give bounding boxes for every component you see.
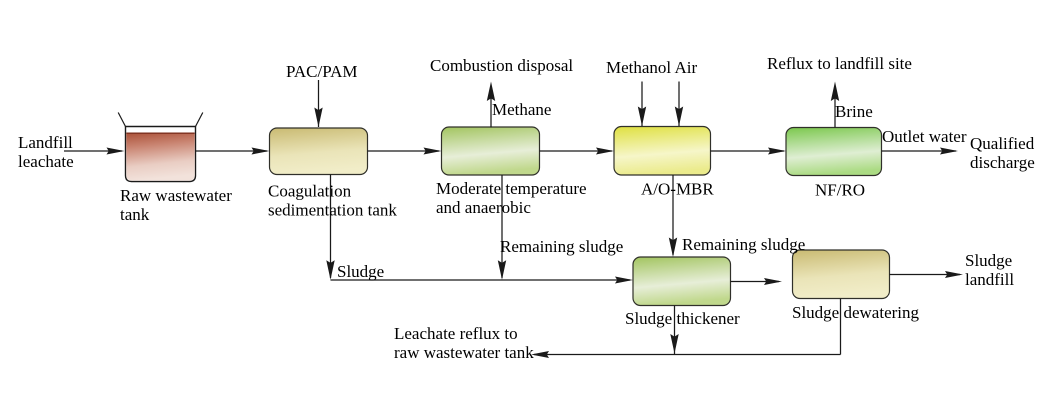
svg-text:Remaining sludge: Remaining sludge bbox=[500, 237, 623, 256]
svg-text:Sludge: Sludge bbox=[965, 251, 1012, 270]
svg-text:Sludge: Sludge bbox=[337, 262, 384, 281]
svg-text:Brine: Brine bbox=[835, 102, 873, 121]
svg-text:Combustion disposal: Combustion disposal bbox=[430, 56, 573, 75]
svg-text:landfill: landfill bbox=[965, 270, 1014, 289]
svg-text:Methane: Methane bbox=[492, 100, 551, 119]
svg-text:Moderate temperature: Moderate temperature bbox=[436, 179, 587, 198]
svg-text:A/O-MBR: A/O-MBR bbox=[641, 180, 714, 199]
svg-text:NF/RO: NF/RO bbox=[815, 181, 865, 200]
svg-text:Outlet water: Outlet water bbox=[882, 127, 967, 146]
svg-text:leachate: leachate bbox=[18, 152, 74, 171]
svg-text:Reflux to landfill site: Reflux to landfill site bbox=[767, 54, 912, 73]
svg-text:discharge: discharge bbox=[970, 153, 1035, 172]
svg-text:Landfill: Landfill bbox=[18, 133, 73, 152]
svg-text:Methanol Air: Methanol Air bbox=[606, 58, 697, 77]
svg-text:Sludge dewatering: Sludge dewatering bbox=[792, 303, 919, 322]
svg-text:tank: tank bbox=[120, 205, 150, 224]
svg-text:and anaerobic: and anaerobic bbox=[436, 198, 531, 217]
svg-text:PAC/PAM: PAC/PAM bbox=[286, 62, 358, 81]
svg-text:sedimentation tank: sedimentation tank bbox=[268, 201, 397, 220]
svg-text:Raw wastewater: Raw wastewater bbox=[120, 186, 232, 205]
svg-text:Leachate reflux to: Leachate reflux to bbox=[394, 324, 518, 343]
svg-text:Qualified: Qualified bbox=[970, 134, 1035, 153]
svg-text:raw wastewater tank: raw wastewater tank bbox=[394, 343, 534, 362]
svg-text:Remaining sludge: Remaining sludge bbox=[682, 235, 805, 254]
svg-text:Coagulation: Coagulation bbox=[268, 182, 352, 201]
svg-text:Sludge thickener: Sludge thickener bbox=[625, 309, 740, 328]
